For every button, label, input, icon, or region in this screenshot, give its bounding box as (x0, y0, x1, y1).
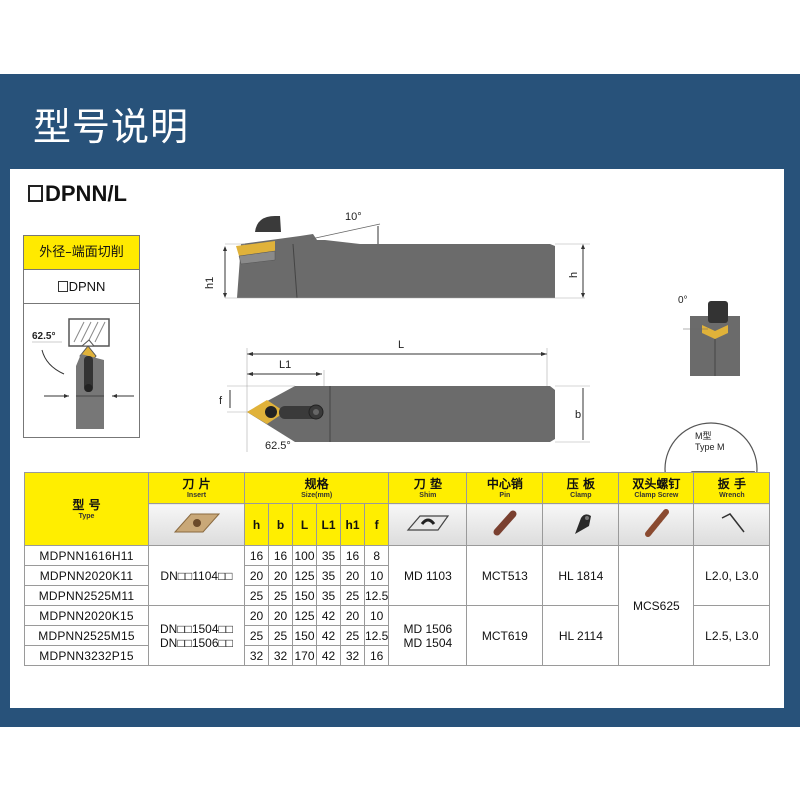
size-col-h1: h1 (340, 503, 365, 546)
model-code: DPNN/L (45, 181, 127, 206)
operation-diagram: 62.5° (24, 304, 139, 437)
svg-text:f: f (219, 395, 223, 407)
size-col-f: f (363, 503, 390, 546)
svg-text:62.5°: 62.5° (265, 440, 291, 452)
checkbox-placeholder-icon (28, 185, 43, 202)
pin-cell: MCT513 (466, 545, 544, 606)
svg-text:M型: M型 (695, 431, 712, 441)
pin-cell: MCT619 (466, 605, 544, 666)
shim-cell: MD 1103 (388, 545, 468, 606)
svg-text:b: b (575, 409, 581, 421)
operation-label: 外径–端面切削 (24, 236, 139, 270)
svg-text:h1: h1 (205, 277, 216, 289)
pin-image-icon (466, 503, 544, 546)
wrench-image-icon (693, 503, 771, 546)
size-col-L1: L1 (316, 503, 341, 546)
size-col-L: L (292, 503, 317, 546)
checkbox-placeholder-icon (57, 281, 68, 292)
end-view-diagram: 0° (668, 289, 748, 384)
svg-text:L1: L1 (279, 359, 291, 371)
insert-cell: DN□□1504□□DN□□1506□□ (148, 605, 245, 666)
size-col-h: h (244, 503, 269, 546)
top-view-diagram: L L1 f b 62.5° (205, 334, 595, 459)
content-panel: DPNN/L 外径–端面切削 DPNN (10, 169, 784, 708)
svg-text:10°: 10° (345, 211, 362, 223)
svg-text:Type M: Type M (695, 442, 725, 452)
svg-text:62.5°: 62.5° (32, 331, 55, 342)
clamp-screw-cell: MCS625 (618, 545, 695, 666)
shim-image-icon (388, 503, 468, 546)
operation-card: 外径–端面切削 DPNN (23, 235, 140, 438)
svg-text:h: h (568, 272, 580, 278)
clamp-cell: HL 2114 (542, 605, 620, 666)
insert-cell: DN□□1104□□ (148, 545, 245, 606)
insert-image-icon (148, 503, 245, 546)
card-code: DPNN (24, 270, 139, 304)
blue-frame: 型号说明 DPNN/L 外径–端面切削 DPNN (0, 74, 800, 727)
clamp-image-icon (542, 503, 620, 546)
page-title: 型号说明 (33, 105, 190, 149)
wrench-cell: L2.5, L3.0 (693, 605, 771, 666)
clamp-cell: HL 1814 (542, 545, 620, 606)
svg-text:0°: 0° (678, 295, 688, 306)
svg-text:L: L (398, 339, 404, 351)
wrench-cell: L2.0, L3.0 (693, 545, 771, 606)
model-title: DPNN/L (28, 181, 127, 207)
clamp-screw-image-icon (618, 503, 695, 546)
side-view-diagram: h1 h 10° (204, 204, 595, 309)
size-col-b: b (268, 503, 293, 546)
